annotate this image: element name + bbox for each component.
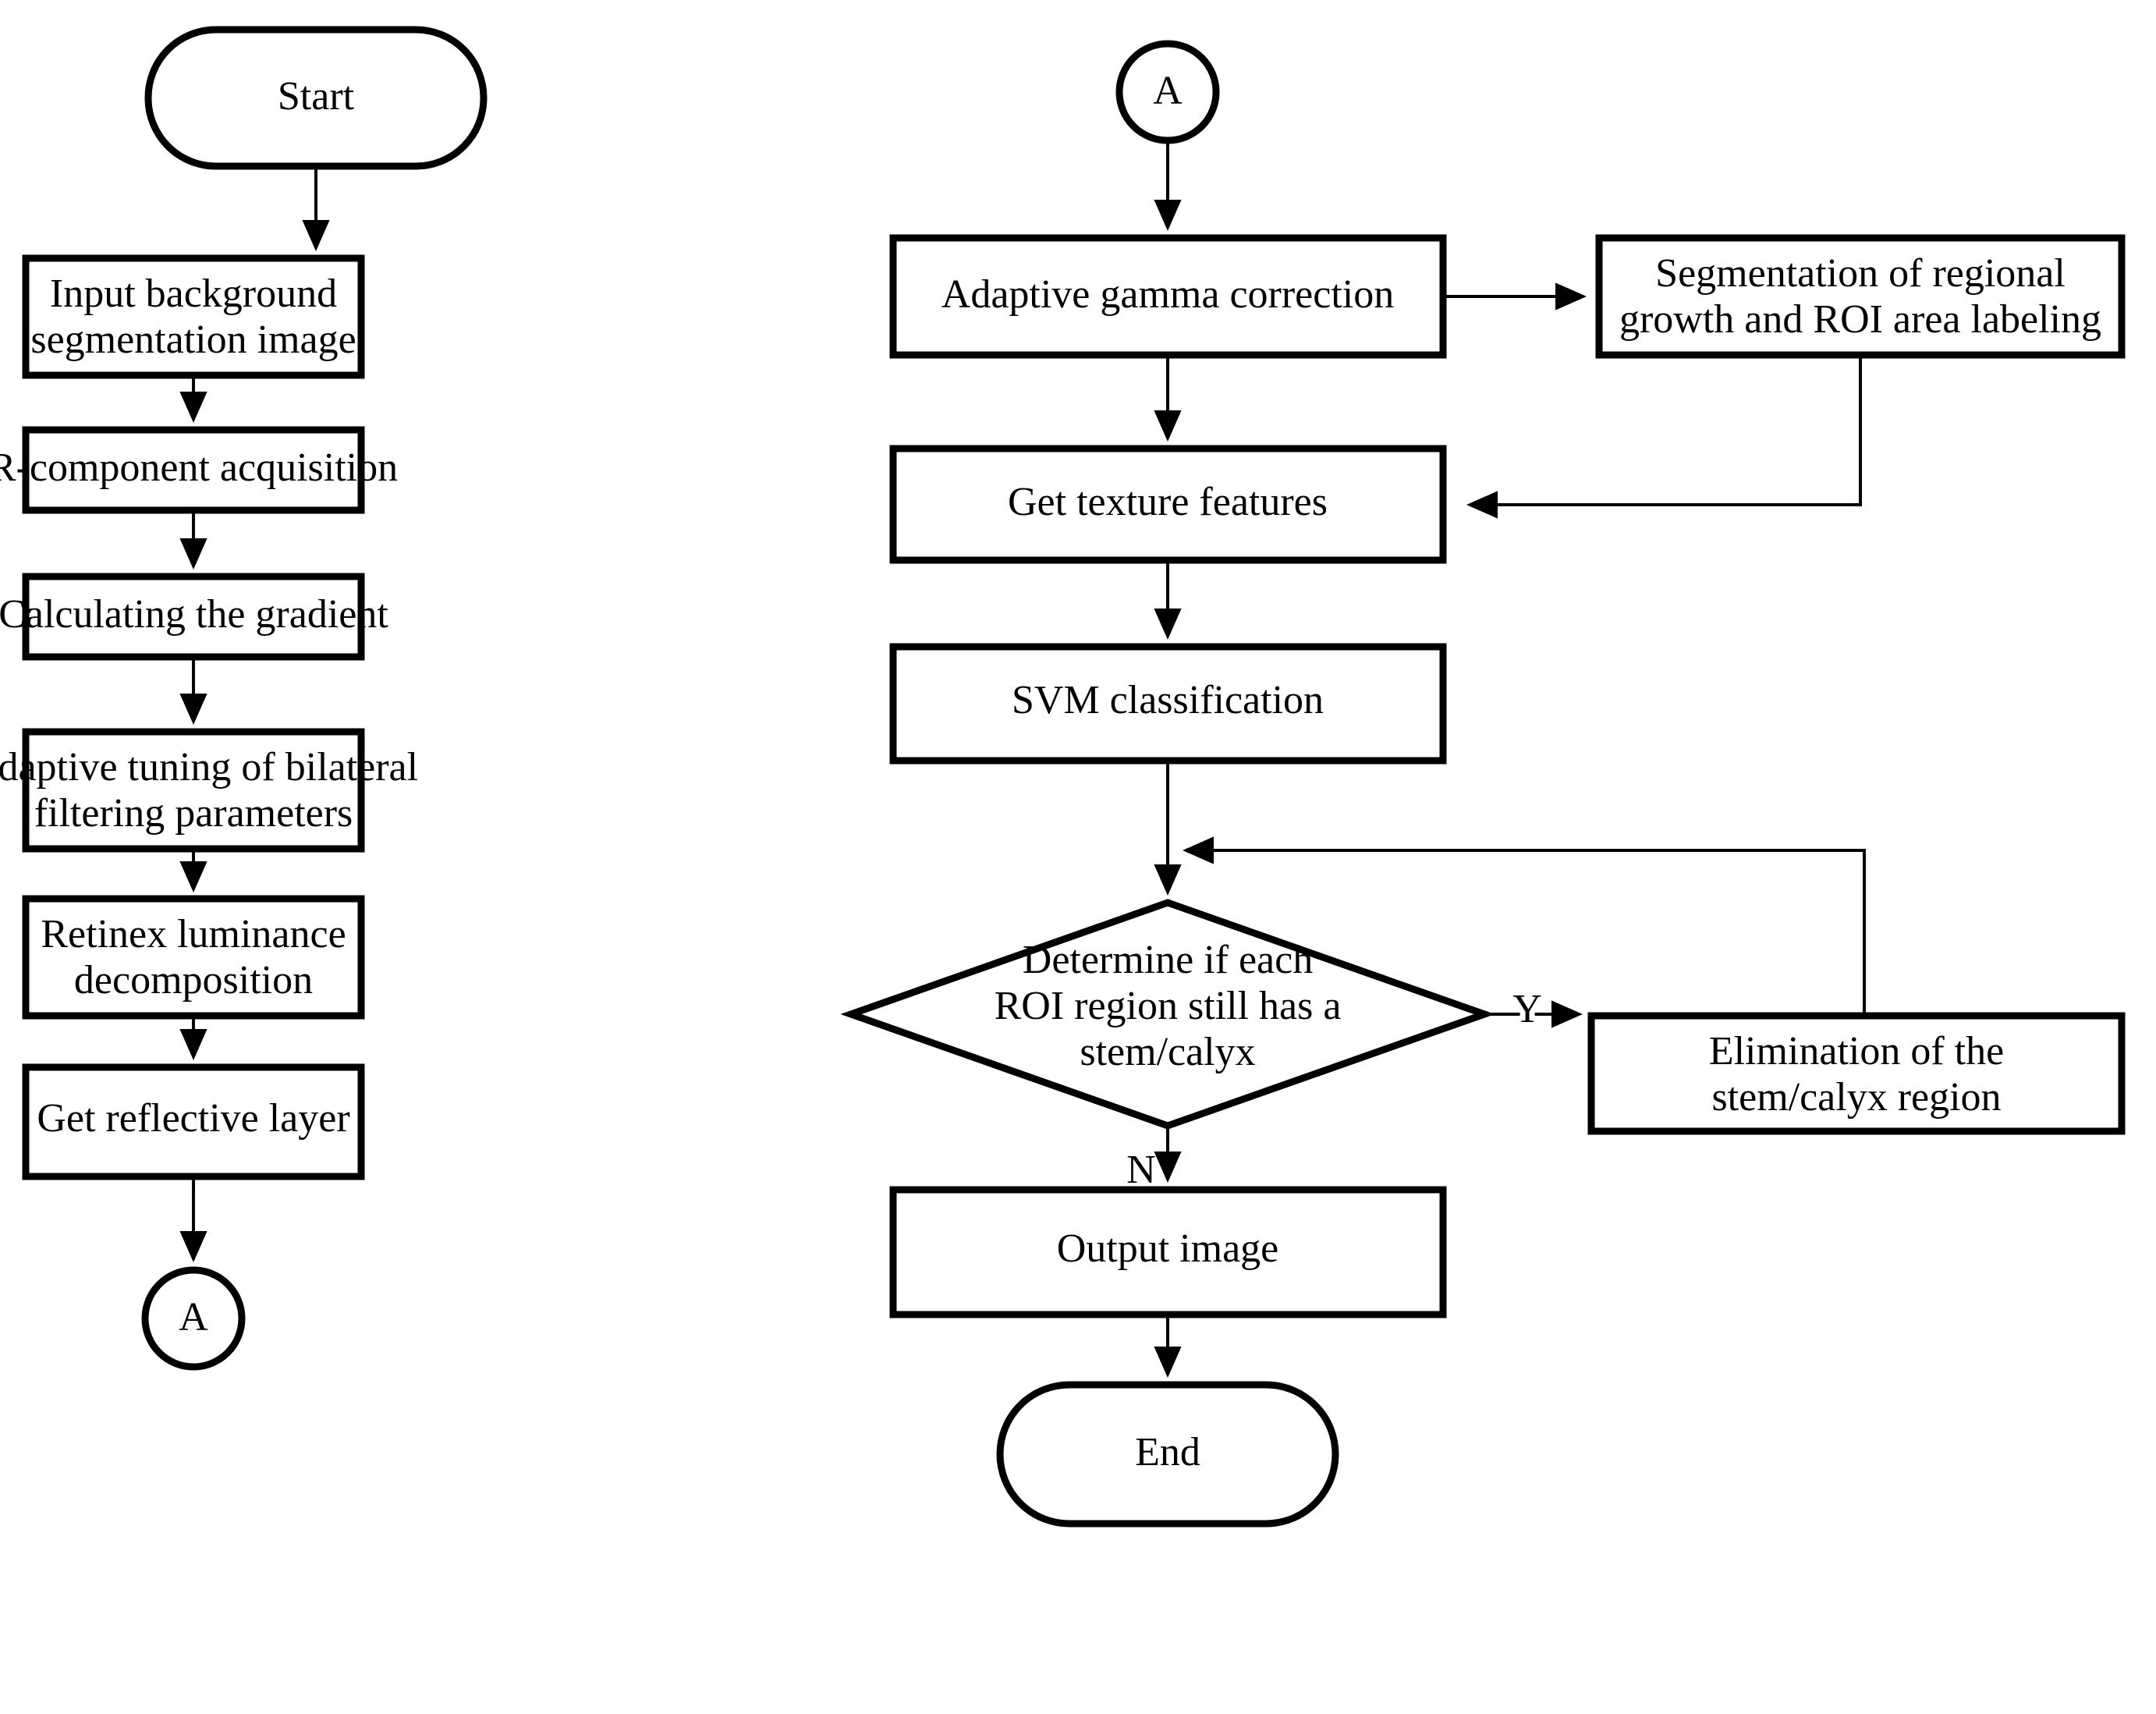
node-gamma[interactable]: Adaptive gamma correction [889, 234, 1447, 359]
node-reflective-label: Get reflective layer [37, 1096, 349, 1141]
edge-label-yes: Y [1512, 987, 1542, 1031]
node-elimination-line1: Elimination of the [1709, 1029, 2004, 1073]
node-start-label: Start [278, 74, 355, 119]
node-connector-a-in-label: A [1153, 69, 1183, 113]
node-segmentation-line2: growth and ROI area labeling [1619, 297, 2101, 342]
edge-label-no: N [1126, 1148, 1156, 1192]
node-start[interactable]: Start [144, 26, 488, 170]
node-gamma-label: Adaptive gamma correction [941, 272, 1394, 317]
node-input-image[interactable]: Input background segmentation image [22, 254, 365, 379]
node-end-label: End [1135, 1430, 1200, 1474]
edge-elimination-to-decision-feedback [1183, 836, 1866, 1016]
node-segmentation[interactable]: Segmentation of regional growth and ROI … [1595, 234, 2126, 359]
edge-segmentation-to-texture [1466, 355, 1862, 519]
node-retinex-line1: Retinex luminance [41, 912, 346, 956]
node-input-image-line1: Input background [50, 271, 337, 316]
node-texture[interactable]: Get texture features [889, 445, 1447, 564]
node-output-image-label: Output image [1057, 1226, 1279, 1271]
node-texture-label: Get texture features [1008, 480, 1328, 524]
node-segmentation-line1: Segmentation of regional [1655, 251, 2066, 296]
node-connector-a-out[interactable]: A [141, 1266, 246, 1371]
node-output-image[interactable]: Output image [889, 1186, 1447, 1318]
node-retinex[interactable]: Retinex luminance decomposition [22, 895, 365, 1020]
node-decision-line2: ROI region still has a [995, 984, 1342, 1028]
node-retinex-line2: decomposition [74, 958, 313, 1002]
node-svm-label: SVM classification [1012, 678, 1324, 722]
node-input-image-line2: segmentation image [30, 318, 356, 362]
node-bilateral[interactable]: Adaptive tuning of bilateral filtering p… [0, 728, 418, 853]
node-end[interactable]: End [996, 1381, 1339, 1528]
node-reflective[interactable]: Get reflective layer [22, 1063, 365, 1180]
node-bilateral-line2: filtering parameters [34, 791, 353, 836]
node-decision-line1: Determine if each [1023, 938, 1313, 982]
node-gradient[interactable]: Calculating the gradient [0, 573, 388, 661]
node-bilateral-line1: Adaptive tuning of bilateral [0, 745, 418, 790]
node-r-component[interactable]: R-component acquisition [0, 426, 398, 514]
node-connector-a-out-label: A [179, 1295, 208, 1340]
node-elimination[interactable]: Elimination of the stem/calyx region [1587, 1012, 2126, 1135]
node-gradient-label: Calculating the gradient [0, 592, 388, 637]
node-elimination-line2: stem/calyx region [1711, 1075, 2001, 1120]
node-r-component-label: R-component acquisition [0, 445, 398, 490]
node-svm[interactable]: SVM classification [889, 643, 1447, 765]
node-connector-a-in[interactable]: A [1115, 40, 1220, 144]
node-decision[interactable]: Determine if each ROI region still has a… [840, 899, 1495, 1130]
node-decision-line3: stem/calyx [1080, 1030, 1255, 1074]
